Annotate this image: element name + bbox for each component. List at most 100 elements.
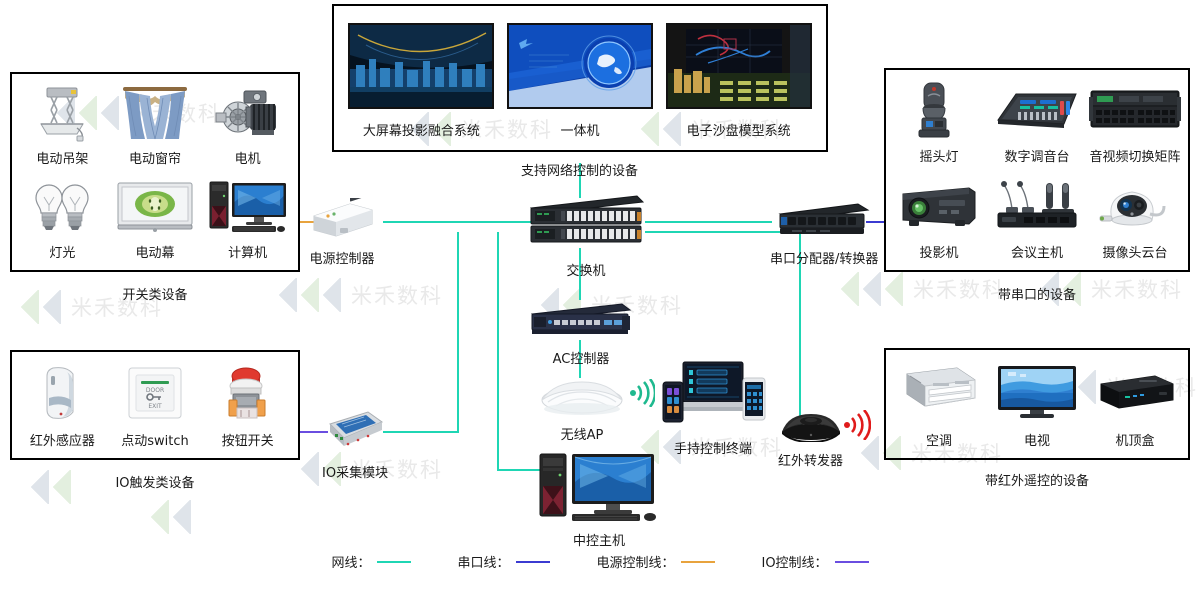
legend-item-network-cable: 网线： [331,552,412,571]
conference-host-icon [988,170,1086,242]
device-card[interactable]: DOOR EXIT 点动switch [109,356,202,454]
panel-display-systems: 大屏幕投影融合系统 [332,4,828,152]
digital-mixer-icon [988,74,1086,146]
device-label: 红外感应器 [29,434,95,449]
device-card[interactable]: 空调 [890,354,988,454]
node-ac-controller[interactable]: AC控制器 [528,300,634,367]
projection-fusion-screen-icon [342,12,501,120]
legend-label: 网线： [331,556,371,571]
device-label: 电机 [234,152,261,167]
device-label: 灯光 [49,246,76,261]
device-label: 电动窗帘 [128,152,181,167]
device-card[interactable]: 机顶盒 [1086,354,1184,454]
device-card[interactable]: 一体机 [501,12,660,144]
legend-swatch [834,560,869,563]
ir-repeater-icon [780,408,842,447]
device-card[interactable]: 电子沙盘模型系统 [659,12,818,144]
legend-item-io-control-cable: IO控制线： [761,552,869,571]
network-switch-icon [525,192,647,257]
av-matrix-switcher-icon [1086,74,1184,146]
air-conditioner-icon [890,354,988,430]
wireless-ap-icon [540,378,624,421]
device-label: 电动幕 [135,246,175,261]
node-power-controller[interactable]: 电源控制器 [306,187,378,267]
wire-switch-to-centralhost [497,232,540,471]
node-wireless-ap[interactable]: 无线AP [540,378,624,443]
device-card[interactable]: 电视 [988,354,1086,454]
electronic-sandtable-icon [659,12,818,120]
device-card[interactable]: 数字调音台 [988,74,1086,170]
motorized-hanger-icon [16,78,109,148]
device-card[interactable]: 音视频切换矩阵 [1086,74,1184,170]
panel-serial-devices: 摇头灯 [884,68,1190,272]
device-label: 按钮开关 [221,434,274,449]
ac-controller-icon [528,300,634,345]
legend-swatch [377,560,412,563]
device-card[interactable]: 电机 [201,78,294,172]
device-card[interactable]: 按钮开关 [201,356,294,454]
node-ir-transceiver[interactable]: 红外转发器 [778,408,843,469]
power-controller-icon [306,187,378,245]
device-card[interactable]: 投影机 [890,170,988,266]
legend-item-serial-cable: 串口线： [457,552,551,571]
device-card[interactable]: 电动吊架 [16,78,109,172]
device-card[interactable]: 摇头灯 [890,74,988,170]
node-label: 无线AP [560,428,604,443]
panel-switch-devices-caption: 开关类设备 [122,288,188,303]
device-label: 电视 [1023,434,1050,449]
device-card[interactable]: 电动窗帘 [109,78,202,172]
device-card[interactable]: 大屏幕投影融合系统 [342,12,501,144]
electric-motor-icon [201,78,294,148]
legend-label: 串口线： [457,556,510,571]
node-switch[interactable]: 交换机 [525,192,647,279]
device-label: 一体机 [560,124,600,139]
device-label: 大屏幕投影融合系统 [362,124,480,139]
node-label: 手持控制终端 [673,442,752,457]
node-serial-splitter[interactable]: 串口分配器/转换器 [770,200,878,267]
svg-text:DOOR: DOOR [146,387,164,394]
central-control-host-icon [538,452,660,527]
legend-label: IO控制线： [761,556,828,571]
motorized-curtain-icon [109,78,202,148]
node-label: 电源控制器 [309,252,375,267]
io-acquisition-module-icon [324,408,386,459]
network-controlled-devices-label: 支持网络控制的设备 [521,164,639,179]
device-card[interactable]: 灯光 [16,172,109,266]
node-label: 中控主机 [572,534,625,549]
device-label: 数字调音台 [1004,150,1070,165]
handheld-control-terminal-icon [659,358,767,435]
panel-io-trigger-devices: 红外感应器 DOOR EXIT 点动swi [10,350,300,460]
node-label: AC控制器 [552,352,610,367]
panel-ir-devices-caption: 带红外遥控的设备 [984,474,1089,489]
door-exit-switch-icon: DOOR EXIT [109,356,202,430]
device-card[interactable]: 摄像头云台 [1086,170,1184,266]
node-handheld-terminal[interactable]: 手持控制终端 [659,358,767,457]
device-label: 点动switch [121,434,189,449]
node-label: 红外转发器 [778,454,844,469]
legend-label: 电源控制线： [596,556,675,571]
device-card[interactable]: 电动幕 [109,172,202,266]
moving-head-light-icon [890,74,988,146]
device-card[interactable]: 红外感应器 [16,356,109,454]
node-io-module[interactable]: IO采集模块 [322,408,388,481]
panel-switch-devices: 电动吊架 [10,72,300,272]
pir-sensor-icon [16,356,109,430]
device-card[interactable]: 会议主机 [988,170,1086,266]
panel-ir-devices: 空调 [884,348,1190,460]
device-card[interactable]: 计算机 [201,172,294,266]
computer-icon [201,172,294,242]
node-central-host[interactable]: 中控主机 [538,452,660,549]
legend-swatch [516,560,551,563]
projector-icon [890,170,988,242]
device-label: 音视频切换矩阵 [1089,150,1181,165]
all-in-one-machine-icon [501,12,660,120]
panel-serial-devices-caption: 带串口的设备 [997,288,1076,303]
legend-swatch [681,560,716,563]
infrared-signal-icon [843,409,872,445]
node-label: IO采集模块 [322,466,389,481]
ptz-camera-icon [1086,170,1184,242]
device-label: 机顶盒 [1115,434,1155,449]
device-label: 空调 [925,434,952,449]
device-label: 会议主机 [1010,246,1063,261]
device-label: 投影机 [919,246,959,261]
